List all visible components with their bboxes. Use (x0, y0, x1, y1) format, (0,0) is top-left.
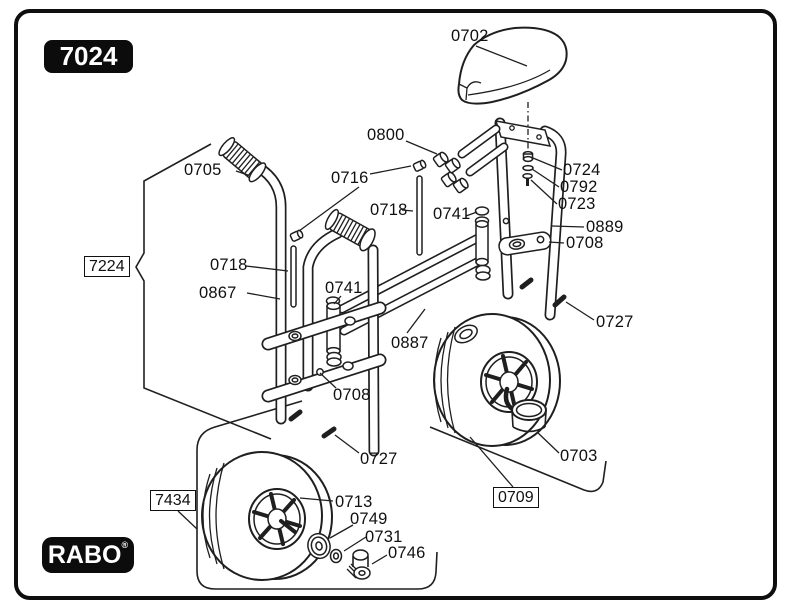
callout-0724: 0724 (563, 161, 601, 179)
callout-0867: 0867 (199, 284, 237, 302)
rear-clamp-plate (498, 231, 552, 256)
rear-beam-connector (474, 206, 491, 281)
rear-hub (499, 371, 519, 393)
rear-frame (432, 102, 567, 321)
callout-0731: 0731 (365, 528, 403, 546)
leader-lines (177, 45, 595, 565)
callout-0708-front: 0708 (333, 386, 371, 404)
rear-wheel (433, 313, 561, 447)
bracket-7434 (196, 400, 438, 590)
callout-0746: 0746 (388, 544, 426, 562)
group-line-0709 (429, 426, 607, 493)
callout-0723: 0723 (558, 195, 596, 213)
callout-0702: 0702 (451, 27, 489, 45)
seat-fastener-stack (522, 150, 534, 186)
left-grip (218, 137, 267, 183)
callout-0716: 0716 (331, 169, 369, 187)
front-wheel (201, 451, 333, 581)
drawing-number-badge: 7024 (44, 40, 133, 73)
brace-bolts (288, 316, 356, 386)
brand-logo-text: RABO (47, 540, 122, 569)
right-grip (324, 208, 376, 252)
registered-trademark-icon: ® (121, 540, 129, 550)
pedal-crank (503, 386, 547, 433)
callout-0718-lower: 0718 (210, 256, 248, 274)
callout-0703: 0703 (560, 447, 598, 465)
axle-bolt-part (346, 549, 371, 580)
callout-0887: 0887 (391, 334, 429, 352)
callout-0727-rear: 0727 (596, 313, 634, 331)
callout-0708-rear: 0708 (566, 234, 604, 252)
callout-0718-upper: 0718 (370, 201, 408, 219)
callout-0713: 0713 (335, 493, 373, 511)
assembly-ref-7224: 7224 (84, 256, 130, 277)
callout-0741-upper: 0741 (433, 205, 471, 223)
callout-0727-front: 0727 (360, 450, 398, 468)
handlebar-grips (218, 137, 376, 252)
callout-0749: 0749 (350, 510, 388, 528)
callout-0705: 0705 (184, 161, 222, 179)
drawing-number: 7024 (59, 41, 118, 71)
callout-0889: 0889 (586, 218, 624, 236)
front-axle-pin (279, 519, 297, 534)
bracket-7224 (135, 143, 272, 440)
front-hub (267, 508, 287, 530)
cotter-pins (288, 277, 567, 439)
page-border (14, 9, 777, 600)
hub-cap-part (307, 532, 331, 560)
crank-boss (454, 324, 478, 344)
cross-tube-ends (432, 124, 509, 194)
assembly-ref-7434: 7434 (150, 490, 196, 511)
callout-0800: 0800 (367, 126, 405, 144)
callout-0792: 0792 (560, 178, 598, 196)
assembly-ref-0709: 0709 (493, 487, 539, 508)
seat (457, 26, 568, 105)
handlebar-rods (289, 159, 427, 308)
brand-logo: RABO ® (42, 537, 134, 573)
front-axle-parts (307, 532, 371, 580)
callout-0741-lower: 0741 (325, 279, 363, 297)
